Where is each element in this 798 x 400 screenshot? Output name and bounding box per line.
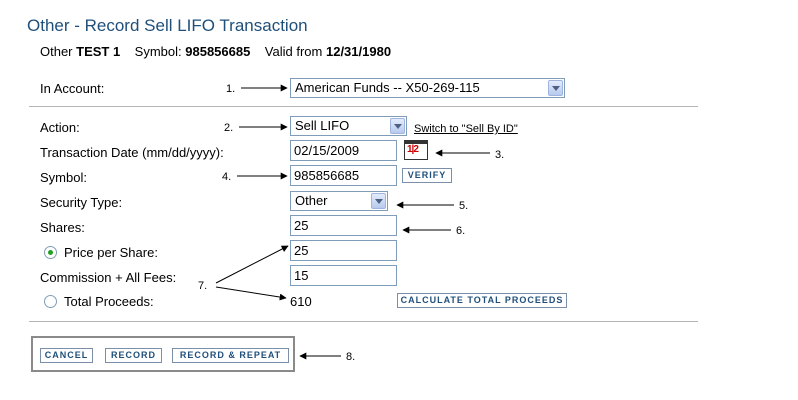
- proceeds-label: Total Proceeds:: [64, 294, 154, 309]
- callout-3: 3.: [495, 149, 505, 161]
- cancel-button[interactable]: CANCEL: [40, 348, 93, 363]
- security-type-label: Security Type:: [40, 195, 123, 210]
- chevron-down-icon[interactable]: [390, 118, 405, 134]
- arrow-7b: [215, 286, 287, 301]
- callout-8: 8.: [346, 351, 356, 363]
- account-select[interactable]: American Funds -- X50-269-115: [290, 78, 565, 98]
- other-label: Other: [40, 44, 73, 59]
- callout-1: 1.: [226, 83, 236, 95]
- arrow-7a: [215, 245, 289, 284]
- symbol-label: Symbol:: [40, 170, 87, 185]
- shares-input[interactable]: 25: [290, 215, 397, 236]
- proceeds-value: 610: [290, 294, 312, 309]
- symbol-value: 985856685: [185, 44, 251, 59]
- price-input[interactable]: 25: [290, 240, 397, 261]
- price-label: Price per Share:: [64, 245, 158, 260]
- action-label: Action:: [40, 120, 80, 135]
- calculate-total-proceeds-button[interactable]: CALCULATE TOTAL PROCEEDS: [397, 293, 567, 308]
- calendar-icon-text: 1|2: [407, 144, 419, 155]
- valid-value: 12/31/1980: [325, 44, 392, 59]
- date-input[interactable]: 02/15/2009: [290, 140, 397, 161]
- shares-label: Shares:: [40, 220, 85, 235]
- callout-4: 4.: [222, 171, 232, 183]
- page-title: Other - Record Sell LIFO Transaction: [27, 16, 308, 35]
- security-type-select[interactable]: Other: [290, 191, 388, 211]
- footer-button-group: [31, 336, 295, 372]
- callout-6: 6.: [456, 225, 466, 237]
- security-type-value: Other: [295, 193, 328, 208]
- account-label: In Account:: [40, 81, 105, 96]
- callout-7: 7.: [198, 280, 208, 292]
- account-select-value: American Funds -- X50-269-115: [295, 80, 480, 95]
- divider: [29, 106, 698, 107]
- date-label: Transaction Date (mm/dd/yyyy):: [40, 145, 224, 160]
- action-select[interactable]: Sell LIFO: [290, 116, 407, 136]
- verify-button[interactable]: VERIFY: [402, 168, 452, 183]
- commission-input[interactable]: 15: [290, 265, 397, 286]
- commission-label: Commission + All Fees:: [40, 270, 177, 285]
- valid-label: Valid from: [264, 44, 323, 59]
- other-value: TEST 1: [76, 44, 121, 59]
- symbol-label: Symbol:: [134, 44, 182, 59]
- record-button[interactable]: RECORD: [105, 348, 162, 363]
- page-subhead: Other TEST 1 Symbol: 985856685 Valid fro…: [40, 44, 391, 59]
- record-repeat-button[interactable]: RECORD & REPEAT: [172, 348, 289, 363]
- callout-2: 2.: [224, 122, 234, 134]
- callout-5: 5.: [459, 200, 469, 212]
- divider: [29, 321, 698, 322]
- calendar-icon[interactable]: 1|2: [404, 140, 428, 160]
- action-select-value: Sell LIFO: [295, 118, 350, 133]
- switch-sell-by-id-link[interactable]: Switch to "Sell By ID": [414, 123, 518, 135]
- chevron-down-icon[interactable]: [371, 193, 386, 209]
- total-proceeds-radio[interactable]: [44, 295, 57, 308]
- price-per-share-radio[interactable]: [44, 246, 57, 259]
- symbol-input[interactable]: 985856685: [290, 165, 397, 186]
- chevron-down-icon[interactable]: [548, 80, 563, 96]
